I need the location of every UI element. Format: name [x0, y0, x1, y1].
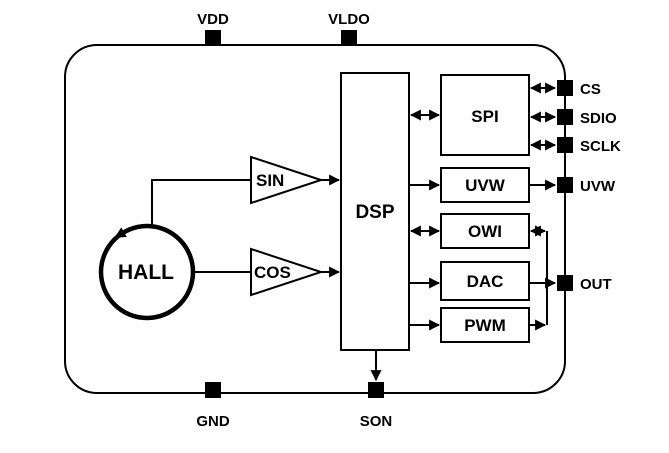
pin-cs-label: CS	[580, 81, 601, 98]
pin-vldo	[341, 30, 357, 46]
pin-cs	[557, 80, 573, 96]
pin-son	[368, 382, 384, 398]
pin-out	[557, 275, 573, 291]
dsp-label: DSP	[355, 202, 394, 223]
pin-son-label: SON	[360, 413, 393, 430]
spi-label: SPI	[471, 107, 498, 126]
block-dac	[440, 261, 530, 301]
pin-uvw-label: UVW	[580, 178, 616, 195]
sin-label: SIN	[256, 171, 284, 190]
dac-label: DAC	[467, 272, 504, 291]
pin-sdio-label: SDIO	[580, 110, 617, 127]
owi-label: OWI	[468, 222, 502, 241]
hall-rotation-arrow-icon	[114, 227, 127, 238]
pwm-label: PWM	[464, 316, 506, 335]
cos-label: COS	[254, 263, 291, 282]
uvw-label: UVW	[465, 176, 506, 195]
pin-vdd	[205, 30, 221, 46]
block-spi	[440, 74, 530, 156]
block-owi	[440, 213, 530, 249]
pin-sclk	[557, 137, 573, 153]
pin-gnd-label: GND	[196, 413, 230, 430]
pin-vdd-label: VDD	[197, 11, 229, 28]
pin-uvw	[557, 177, 573, 193]
wire-hall-to-sin	[151, 179, 251, 226]
pin-sclk-label: SCLK	[580, 138, 621, 155]
pin-vldo-label: VLDO	[328, 11, 370, 28]
pin-sdio	[557, 109, 573, 125]
pin-gnd	[205, 382, 221, 398]
hall-label: HALL	[118, 261, 174, 284]
block-pwm	[440, 307, 530, 343]
pin-out-label: OUT	[580, 276, 612, 293]
